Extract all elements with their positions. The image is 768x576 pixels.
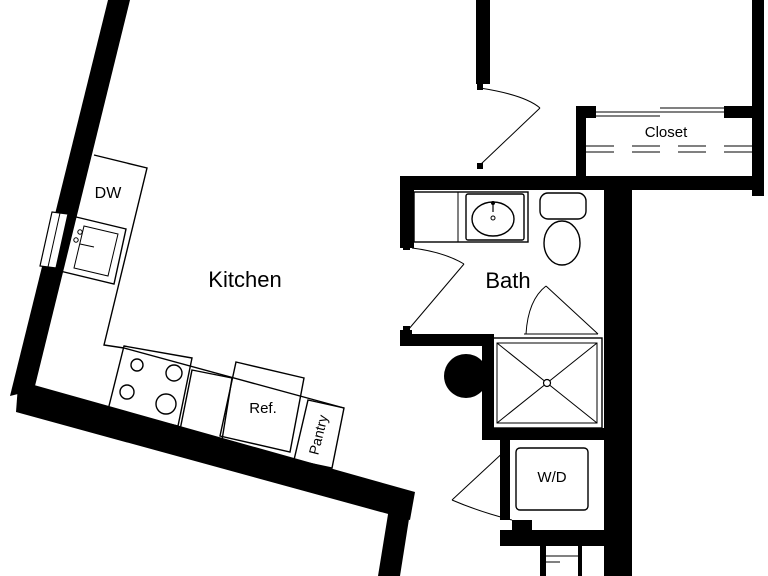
room-label-bath: Bath (485, 268, 530, 293)
laundry: W/D (451, 440, 589, 563)
structural-column (444, 354, 488, 398)
wall-stub-b (578, 546, 582, 576)
shower-icon (491, 337, 603, 429)
pantry: Pantry (293, 399, 345, 469)
walls (10, 0, 764, 576)
bedroom-door (477, 84, 541, 169)
wall-right-corridor (604, 176, 632, 576)
wall-shower-left (482, 334, 494, 440)
refrigerator-label: Ref. (249, 400, 277, 417)
washer-dryer-label: W/D (537, 469, 566, 486)
wall-bottom-right (378, 500, 412, 576)
wall-stub-a (540, 546, 546, 576)
kitchen-sink-icon (59, 215, 127, 285)
bath-door (403, 243, 465, 333)
dishwasher-label: DW (95, 185, 123, 202)
closet: Closet (586, 107, 752, 153)
wall-upper-right (752, 0, 764, 120)
shower-door (524, 285, 599, 335)
wall-bath-left-top (400, 176, 414, 248)
laundry-door (451, 440, 513, 521)
bath: Bath (403, 191, 603, 429)
wall-left-exterior (10, 0, 130, 396)
toilet-icon (539, 192, 587, 266)
bath-sink-icon (465, 193, 525, 241)
wall-wd-left (500, 440, 510, 520)
room-label-closet: Closet (645, 124, 688, 141)
wall-bath-bottom-left (400, 334, 492, 346)
window-left (39, 211, 69, 269)
wall-bottom-exterior (16, 385, 415, 520)
wall-wd-bottom-left (512, 520, 532, 546)
cooktop-icon (107, 345, 193, 427)
wall-closet-right (752, 106, 764, 196)
wall-bath-top (400, 176, 764, 190)
room-label-kitchen: Kitchen (208, 267, 281, 292)
refrigerator: Ref. (219, 361, 305, 453)
wall-closet-left (576, 106, 586, 176)
wall-shower-bottom (482, 428, 604, 440)
wall-upper-left (476, 0, 490, 84)
pantry-label: Pantry (305, 413, 330, 456)
